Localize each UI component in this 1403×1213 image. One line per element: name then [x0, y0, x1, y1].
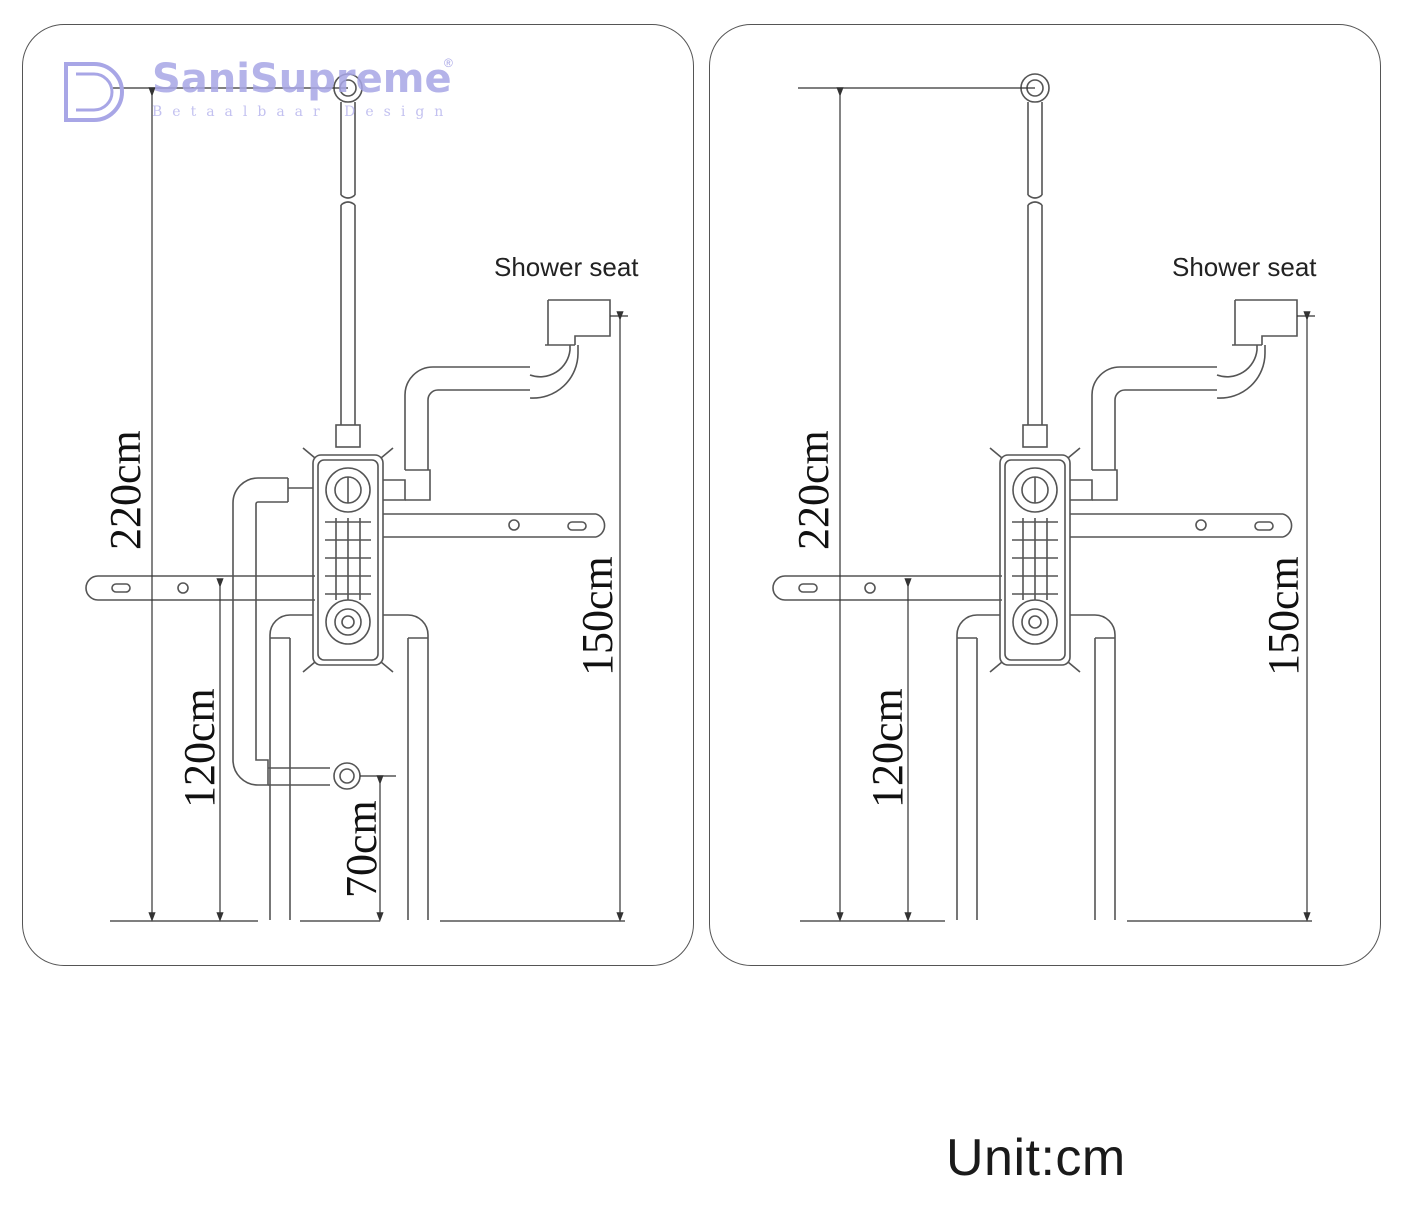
dimension-220-left: 220cm	[101, 430, 150, 550]
mounting-bracket-right	[1070, 513, 1293, 538]
left-installation-diagram	[85, 73, 625, 922]
diagram-panel-left	[22, 24, 694, 966]
brand-registered-mark: ®	[444, 56, 453, 70]
brand-logo: SaniSupreme ® Betaalbaar Design	[60, 56, 480, 126]
diagram-panel-right	[709, 24, 1381, 966]
unit-label: Unit:cm	[946, 1129, 1126, 1187]
shower-seat-label-left: Shower seat	[494, 252, 639, 282]
brand-logo-icon	[64, 62, 124, 122]
overhead-outlet	[1020, 73, 1050, 448]
dimension-120-right: 120cm	[863, 688, 912, 808]
mounting-bracket-right	[383, 513, 606, 538]
right-installation-diagram	[772, 73, 1312, 922]
dimension-220-right: 220cm	[789, 430, 838, 550]
overhead-outlet	[333, 73, 363, 448]
dimension-150-right: 150cm	[1259, 556, 1308, 676]
mounting-bracket-left	[772, 575, 1002, 601]
mixer-valve-body	[989, 447, 1081, 673]
dimension-120-left: 120cm	[175, 688, 224, 808]
shower-seat-label-right: Shower seat	[1172, 252, 1317, 282]
mixer-valve-body	[302, 447, 394, 673]
dimension-150-left: 150cm	[573, 556, 622, 676]
brand-tagline: Betaalbaar Design	[152, 104, 454, 120]
right-dimension-lines	[798, 87, 1315, 922]
left-dimension-lines	[110, 87, 628, 922]
brand-name: SaniSupreme	[152, 56, 452, 102]
dimension-70-left: 70cm	[337, 800, 386, 898]
mounting-bracket-left	[85, 575, 315, 601]
